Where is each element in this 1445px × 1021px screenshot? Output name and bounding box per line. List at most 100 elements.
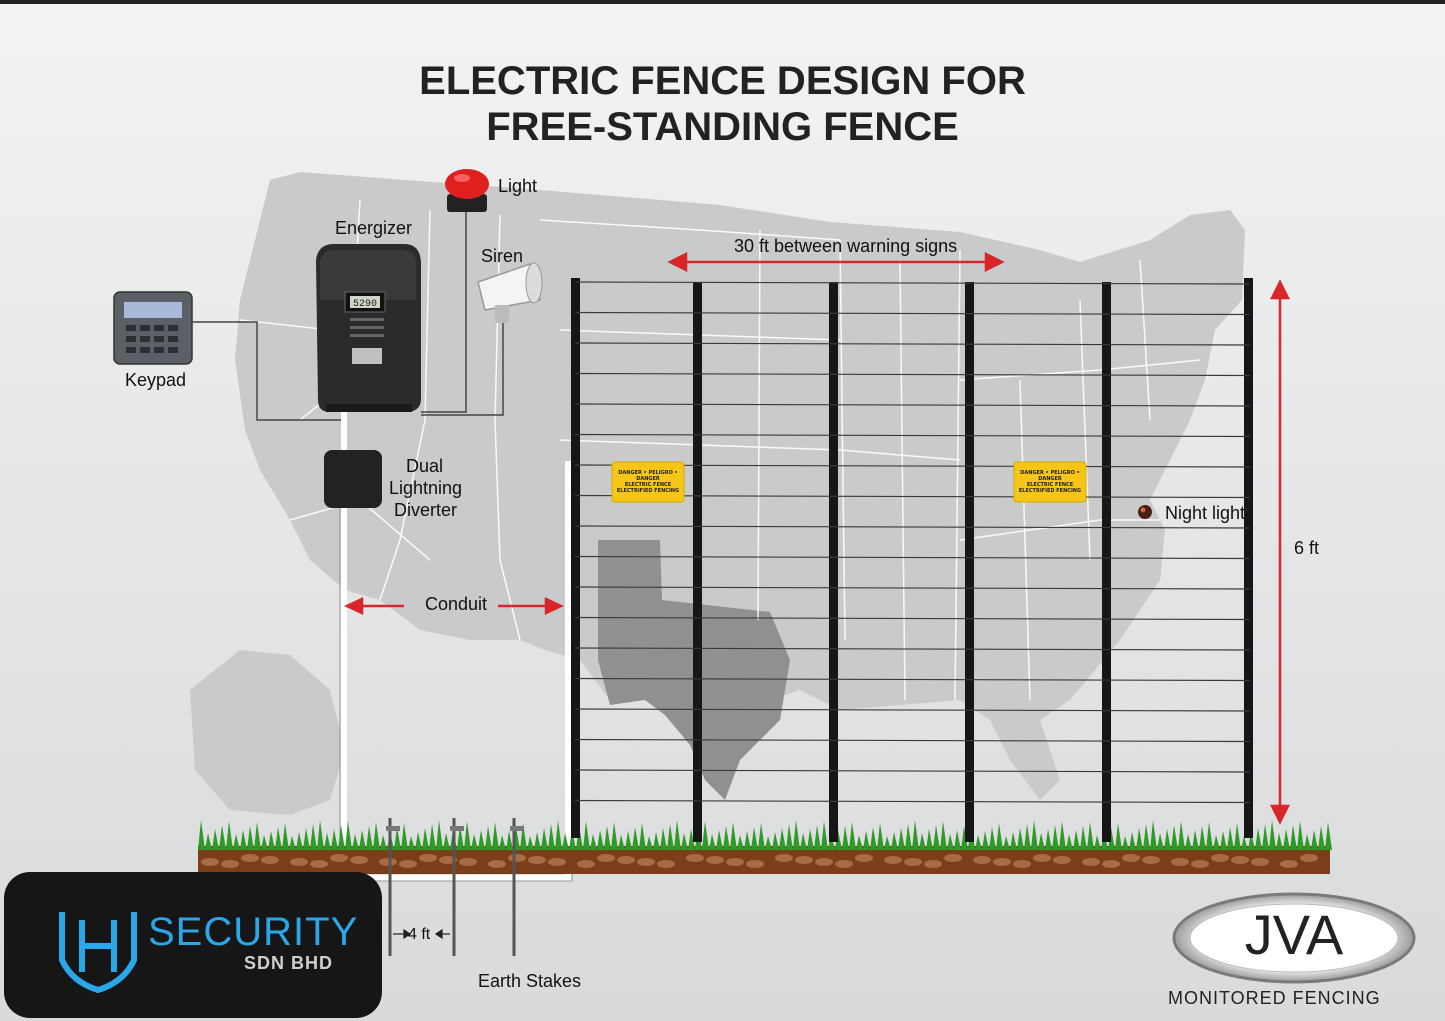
state-borders	[239, 199, 1201, 701]
grass-blade	[639, 823, 646, 850]
grass-blade	[1227, 827, 1234, 850]
grass-blade	[394, 827, 401, 850]
soil-stone	[597, 854, 615, 862]
grass-blade	[1066, 834, 1073, 850]
grass-blade	[1150, 820, 1157, 850]
grass-blade	[765, 836, 772, 850]
grass-blade	[1122, 836, 1129, 850]
soil-stone	[221, 860, 239, 868]
grass-blade	[338, 825, 345, 850]
grass-blade	[1213, 835, 1220, 850]
night-light-bulb	[1138, 505, 1152, 519]
fence-wire	[574, 555, 1251, 560]
soil-stone	[1033, 854, 1051, 862]
grass-blade	[1080, 826, 1087, 850]
grass-blade	[1311, 830, 1318, 850]
grass-blade	[520, 823, 527, 850]
grass-blade	[233, 834, 240, 850]
grass-blade	[583, 821, 590, 850]
warning-sign-left	[611, 461, 685, 503]
grass-blade	[1171, 825, 1178, 850]
soil-stone	[1211, 854, 1229, 862]
soil-stone	[399, 860, 417, 868]
fence-post	[571, 278, 580, 838]
grass-blade	[660, 828, 667, 850]
grass-blade	[688, 829, 695, 850]
soil-stone	[1082, 858, 1100, 866]
grass-blade	[492, 822, 499, 850]
grass-blade	[527, 836, 534, 850]
fence-wire	[574, 799, 1251, 804]
label-keypad: Keypad	[125, 370, 187, 390]
soil-stone	[379, 858, 397, 866]
grass-blade	[1185, 834, 1192, 850]
soil-stone	[241, 854, 259, 862]
grass-blade	[1038, 833, 1045, 850]
label-siren: Siren	[481, 246, 524, 266]
grass-blade	[345, 821, 352, 850]
alaska-silhouette	[190, 650, 345, 815]
grass-blade	[863, 831, 870, 850]
soil-stone	[637, 858, 655, 866]
fence-wire	[574, 616, 1251, 621]
grass-blade	[436, 820, 443, 850]
sign-left-line2: ELECTRIFIED FENCING	[616, 488, 680, 494]
grass-blade	[632, 827, 639, 850]
fence-wire	[574, 342, 1251, 346]
label-night-light: Night light	[1165, 503, 1246, 523]
grass-blade	[485, 826, 492, 850]
soil-stone	[855, 854, 873, 862]
fence-post	[965, 282, 974, 842]
grass-blade	[457, 825, 464, 850]
sign-right-line1: ELECTRIC FENCE	[1026, 482, 1074, 488]
grass-blade	[366, 826, 373, 850]
label-diverter-2: Lightning	[389, 478, 463, 498]
grass-blade	[877, 823, 884, 850]
soil-stone	[261, 856, 279, 864]
grass-blade	[1045, 829, 1052, 850]
grass-blade	[1318, 826, 1325, 850]
soil-stone	[686, 854, 704, 862]
fence-wire	[574, 738, 1251, 743]
grass-blade	[982, 831, 989, 850]
grass-blade	[912, 820, 919, 850]
fence-wire	[574, 372, 1251, 377]
grass-blade	[723, 826, 730, 850]
grass-blade	[821, 821, 828, 850]
soil-stone	[726, 858, 744, 866]
siren-horn	[477, 262, 543, 323]
grass-blade	[226, 821, 233, 850]
grass-blade	[254, 822, 261, 850]
grass-blade	[730, 822, 737, 850]
fence-wire	[574, 494, 1251, 499]
fence-wires	[574, 281, 1251, 804]
grass-blade	[961, 826, 968, 850]
soil-stone	[1300, 854, 1318, 862]
soil-stone	[1053, 856, 1071, 864]
grass-blade	[716, 830, 723, 850]
grass-blade	[1178, 821, 1185, 850]
grass-blade	[1325, 822, 1332, 850]
stake-spacing-arrows	[393, 928, 450, 940]
grass-blade	[443, 833, 450, 850]
night-light-glow	[1140, 507, 1146, 513]
soil-stone	[508, 854, 526, 862]
jva-logo-inner	[1189, 903, 1399, 973]
grass-blade	[1248, 832, 1255, 850]
grass-blade	[681, 833, 688, 850]
fence-post	[1102, 282, 1111, 842]
strobe-light	[445, 169, 489, 212]
soil-stone	[1013, 860, 1031, 868]
grass-blade	[541, 828, 548, 850]
grass-blade	[422, 828, 429, 850]
grass-blade	[317, 820, 324, 850]
grass-blade	[849, 822, 856, 850]
grass-blade	[989, 827, 996, 850]
grass-blade	[303, 828, 310, 850]
grass-blade	[261, 835, 268, 850]
grass-blade	[534, 832, 541, 850]
grass-blade	[562, 833, 569, 850]
grass-blade	[324, 833, 331, 850]
soil-stone	[290, 858, 308, 866]
grass-blade	[653, 832, 660, 850]
